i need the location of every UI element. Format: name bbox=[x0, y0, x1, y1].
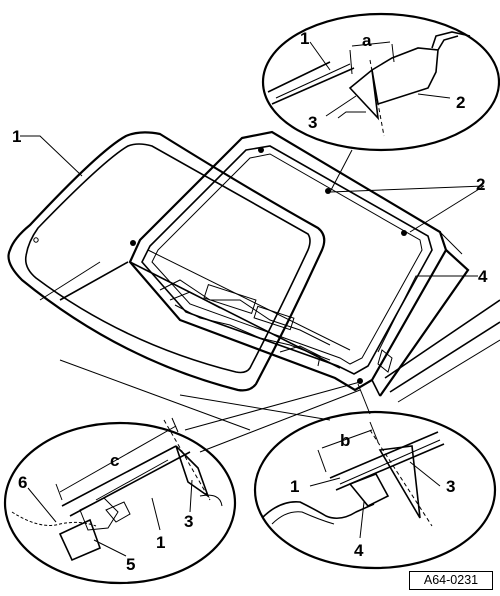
detail-bottom-right bbox=[253, 383, 497, 570]
figure-reference-code: A64-0231 bbox=[409, 571, 493, 590]
callout-top-a: a bbox=[362, 31, 372, 50]
detail-bottom-left bbox=[3, 381, 361, 585]
body-frame bbox=[39, 130, 500, 431]
windshield-glass bbox=[7, 131, 326, 392]
callout-main-2: 2 bbox=[476, 175, 485, 194]
detail-top bbox=[261, 12, 500, 233]
callout-main-4: 4 bbox=[478, 267, 488, 286]
callout-right-1: 1 bbox=[290, 477, 299, 496]
callout-top-2: 2 bbox=[456, 93, 465, 112]
callout-right-b: b bbox=[340, 431, 350, 450]
callout-right-3: 3 bbox=[446, 477, 455, 496]
callout-top-1: 1 bbox=[300, 29, 309, 48]
callout-labels: 1 2 4 1 a 2 3 c 6 5 1 3 b 1 3 4 bbox=[12, 29, 488, 574]
callout-main-1: 1 bbox=[12, 127, 21, 146]
callout-left-6: 6 bbox=[18, 473, 27, 492]
main-leader-lines bbox=[20, 135, 478, 353]
callout-right-4: 4 bbox=[354, 541, 364, 560]
callout-left-3: 3 bbox=[184, 512, 193, 531]
callout-left-5: 5 bbox=[126, 555, 135, 574]
callout-top-3: 3 bbox=[308, 113, 317, 132]
callout-left-1: 1 bbox=[156, 533, 165, 552]
callout-left-c: c bbox=[110, 451, 119, 470]
